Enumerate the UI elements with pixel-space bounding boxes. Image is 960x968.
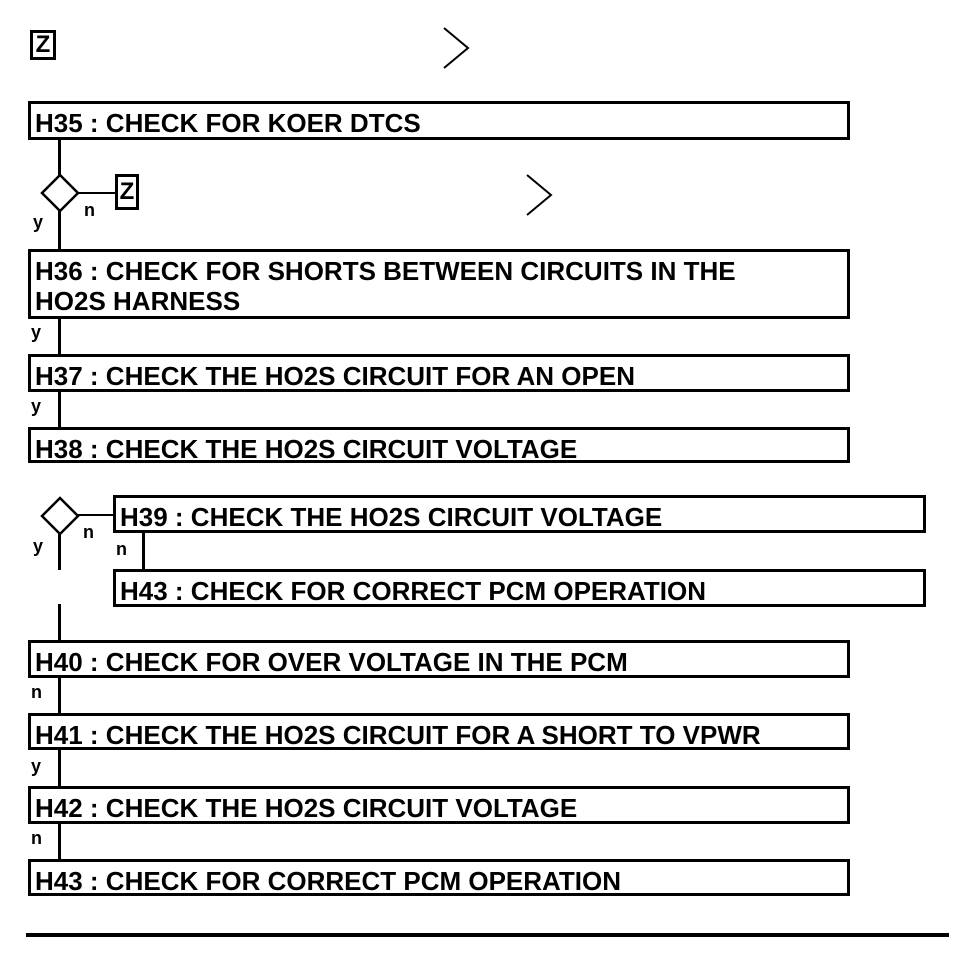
connector-line (78, 192, 116, 194)
connector-line (142, 533, 145, 569)
step-h43-final: H43 : CHECK FOR CORRECT PCM OPERATION (28, 859, 850, 896)
connector-line (58, 678, 61, 713)
branch-label-n: n (83, 522, 94, 542)
step-h35: H35 : CHECK FOR KOER DTCS (28, 101, 850, 140)
branch-label-y: y (33, 212, 44, 232)
connector-line (78, 514, 114, 516)
connector-line (58, 824, 61, 859)
step-h39: H39 : CHECK THE HO2S CIRCUIT VOLTAGE (113, 495, 926, 533)
connector-line (58, 750, 61, 786)
branch-label-n: n (84, 200, 95, 220)
header-chevron-icon (443, 27, 470, 69)
step-h43-branch: H43 : CHECK FOR CORRECT PCM OPERATION (113, 569, 926, 607)
branch-chevron-icon (526, 174, 553, 216)
header-tag: Z (30, 30, 56, 60)
branch-label-y: y (33, 536, 44, 556)
connector-line (58, 392, 61, 427)
connector-line (58, 534, 61, 570)
step-h36: H36 : CHECK FOR SHORTS BETWEEN CIRCUITS … (28, 249, 850, 319)
step-h41: H41 : CHECK THE HO2S CIRCUIT FOR A SHORT… (28, 713, 850, 750)
connector-line (58, 604, 61, 640)
branch-label-n: n (31, 682, 42, 702)
branch-label-y: y (31, 322, 42, 342)
step-h42: H42 : CHECK THE HO2S CIRCUIT VOLTAGE (28, 786, 850, 824)
step-h37: H37 : CHECK THE HO2S CIRCUIT FOR AN OPEN (28, 354, 850, 392)
bottom-divider (26, 933, 949, 937)
branch-label-n: n (116, 539, 127, 559)
connector-line (58, 211, 61, 249)
decision-diamond (40, 173, 80, 213)
connector-line (58, 319, 61, 354)
branch-label-n: n (31, 828, 42, 848)
decision-diamond (40, 496, 80, 536)
branch-label-y: y (31, 756, 42, 776)
step-h40: H40 : CHECK FOR OVER VOLTAGE IN THE PCM (28, 640, 850, 678)
branch-tag: Z (115, 174, 139, 210)
branch-label-y: y (31, 396, 42, 416)
connector-line (58, 140, 61, 176)
step-h38: H38 : CHECK THE HO2S CIRCUIT VOLTAGE (28, 427, 850, 464)
